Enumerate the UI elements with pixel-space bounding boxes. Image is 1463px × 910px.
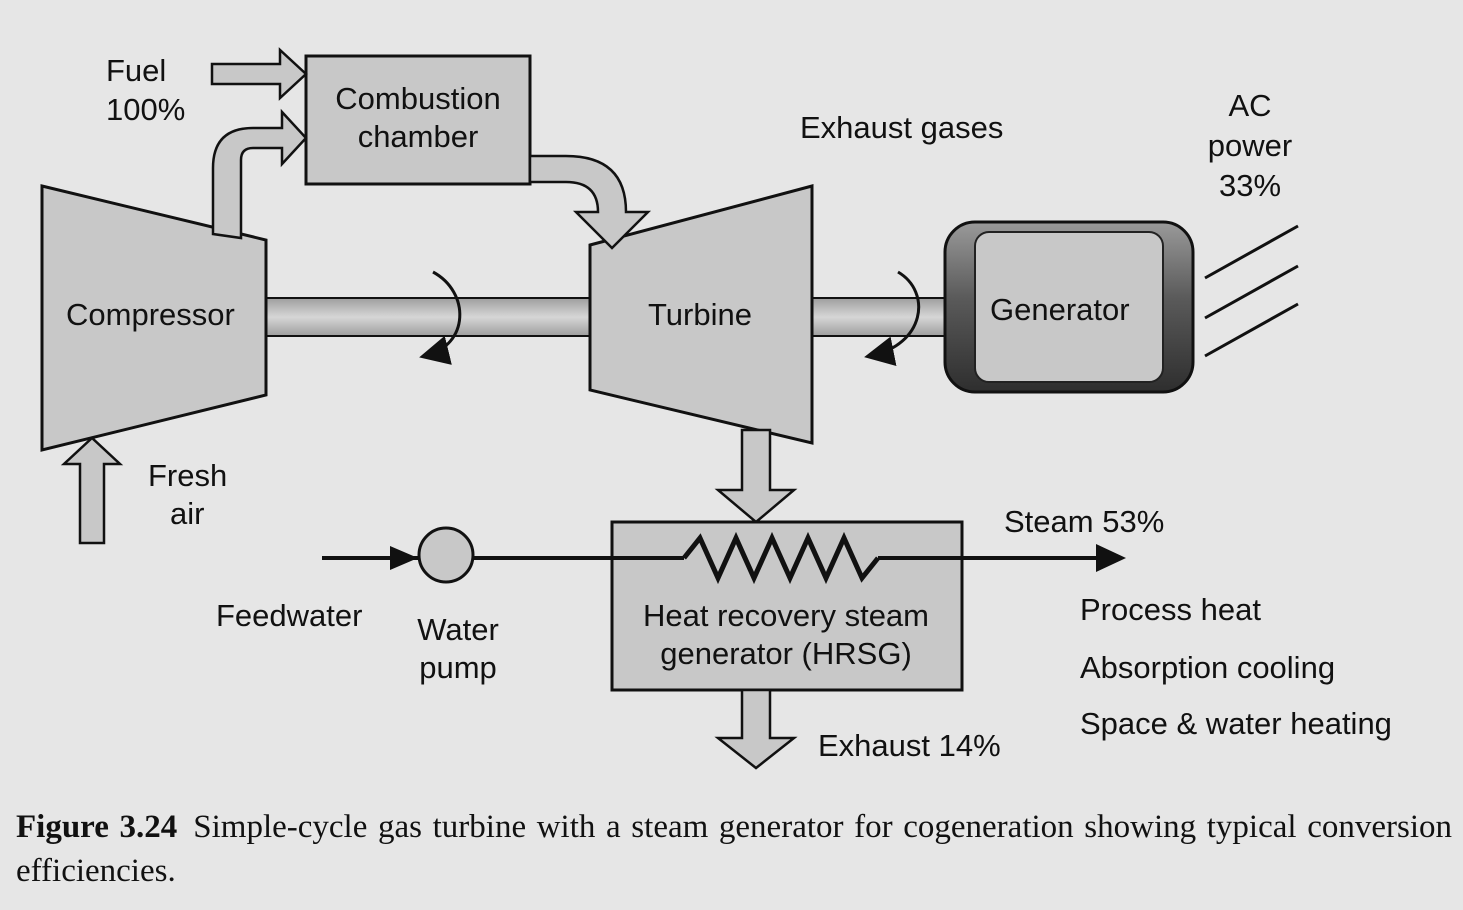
heat-exchanger-coil <box>682 531 880 585</box>
hrsg-label-line1: Heat recovery steam <box>643 598 929 633</box>
combustion-chamber <box>304 54 532 186</box>
feedwater-arrowhead <box>390 546 418 570</box>
water-pump <box>417 526 475 584</box>
compressor-rotation-arrow <box>419 270 462 365</box>
fuel-label-line1: Fuel <box>106 53 166 88</box>
steam-label: Steam 53% <box>1004 504 1164 539</box>
exhaust-label: Exhaust 14% <box>818 728 1001 763</box>
turbine-label: Turbine <box>648 297 752 332</box>
fresh-air-label-line2: air <box>170 496 204 531</box>
fresh-air-label-line1: Fresh <box>148 458 227 493</box>
use-space-water-heating: Space & water heating <box>1080 706 1392 741</box>
exhaust-gases-label: Exhaust gases <box>800 110 1003 145</box>
turbine <box>588 184 814 445</box>
figure-caption-text: Simple-cycle gas turbine with a steam ge… <box>16 809 1452 889</box>
hot-gas-duct <box>528 154 652 250</box>
hrsg-exhaust-arrow <box>714 688 798 770</box>
use-process-heat: Process heat <box>1080 592 1261 627</box>
hrsg <box>610 520 964 692</box>
generator-rotation-arrow <box>864 270 921 366</box>
compressed-air-duct <box>211 108 308 240</box>
steam-arrowhead <box>1096 544 1126 572</box>
hrsg-label-line2: generator (HRSG) <box>660 636 912 671</box>
compressor <box>40 184 268 452</box>
turbine-exhaust-duct-arrow <box>714 428 798 524</box>
water-pump-label-line2: pump <box>419 650 497 685</box>
fuel-label-line2: 100% <box>106 92 185 127</box>
fuel-arrow <box>210 47 308 101</box>
figure-number: Figure 3.24 <box>16 809 178 845</box>
ac-power-label-line3: 33% <box>1219 168 1281 203</box>
ac-power-label-line1: AC <box>1228 88 1271 123</box>
combustion-chamber-label-line2: chamber <box>358 119 479 154</box>
use-absorption-cooling: Absorption cooling <box>1080 650 1335 685</box>
ac-power-output-lines <box>1204 224 1299 358</box>
cogeneration-diagram: Compressor Turbine Generator Combustion … <box>40 47 1392 770</box>
compressor-label: Compressor <box>66 297 235 332</box>
combustion-chamber-label-line1: Combustion <box>335 81 500 116</box>
generator-body <box>974 231 1164 383</box>
ac-power-label-line2: power <box>1208 128 1292 163</box>
water-pump-label-line1: Water <box>417 612 499 647</box>
fresh-air-arrow <box>60 436 124 545</box>
feedwater-label: Feedwater <box>216 598 362 633</box>
generator-label: Generator <box>990 292 1130 327</box>
